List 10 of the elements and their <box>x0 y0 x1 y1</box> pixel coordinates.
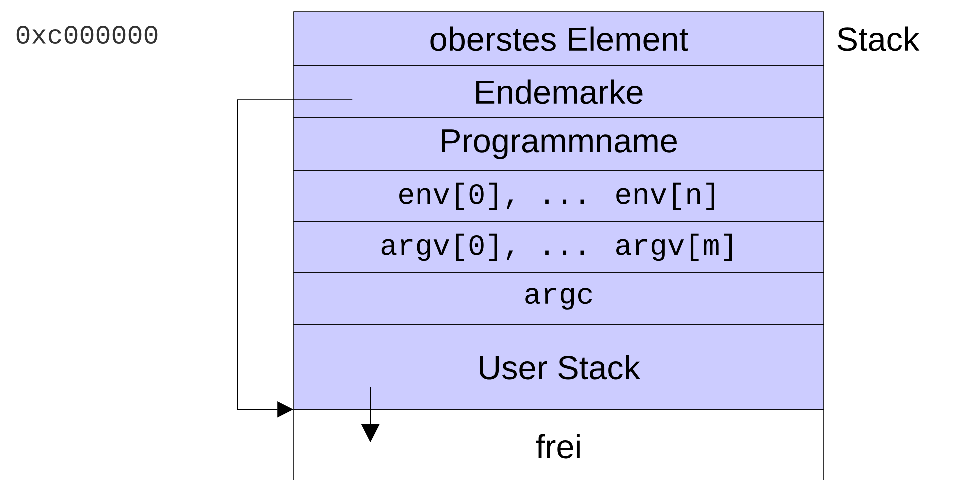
stack-label: Stack <box>838 26 920 52</box>
address-label: 0xc000000 <box>16 26 158 44</box>
stack-row: User Stack <box>294 324 824 410</box>
stack-row: frei <box>294 410 824 480</box>
stack-row: argv[0], ... argv[m] <box>294 222 824 274</box>
stack-row: env[0], ... env[n] <box>294 170 824 222</box>
stack-row: Endemarke <box>294 66 824 118</box>
stack-row: Programmname <box>294 118 824 172</box>
stack-row: oberstes Element <box>294 12 824 66</box>
stack-row: argc <box>294 272 824 326</box>
